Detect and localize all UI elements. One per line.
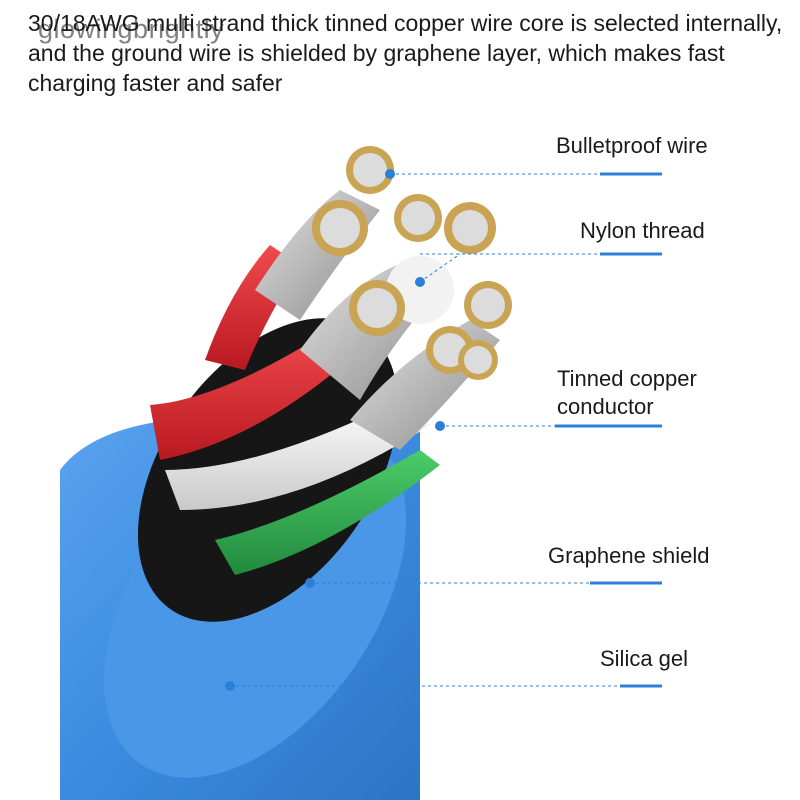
callout-leaders [225,169,662,691]
callout-leader-bulletproof-wire [385,169,662,179]
callout-label-tinned-copper: Tinned copper conductor [557,366,697,419]
headline: 30/18AWG multi strand thick tinned coppe… [28,10,783,96]
green-wire [215,450,440,575]
callout-label-silica-gel: Silica gel [600,646,689,671]
callout-label-nylon-thread: Nylon thread [580,218,705,243]
strand-ends [312,146,512,380]
callout-label-bulletproof-wire: Bulletproof wire [556,133,708,158]
callout-leader-nylon-thread [415,252,662,287]
callout-leader-tinned-copper [435,421,662,431]
callout-label-graphene-shield: Graphene shield [548,543,710,568]
callout-leader-graphene-shield [305,578,662,588]
callout-leader-silica-gel [225,681,662,691]
